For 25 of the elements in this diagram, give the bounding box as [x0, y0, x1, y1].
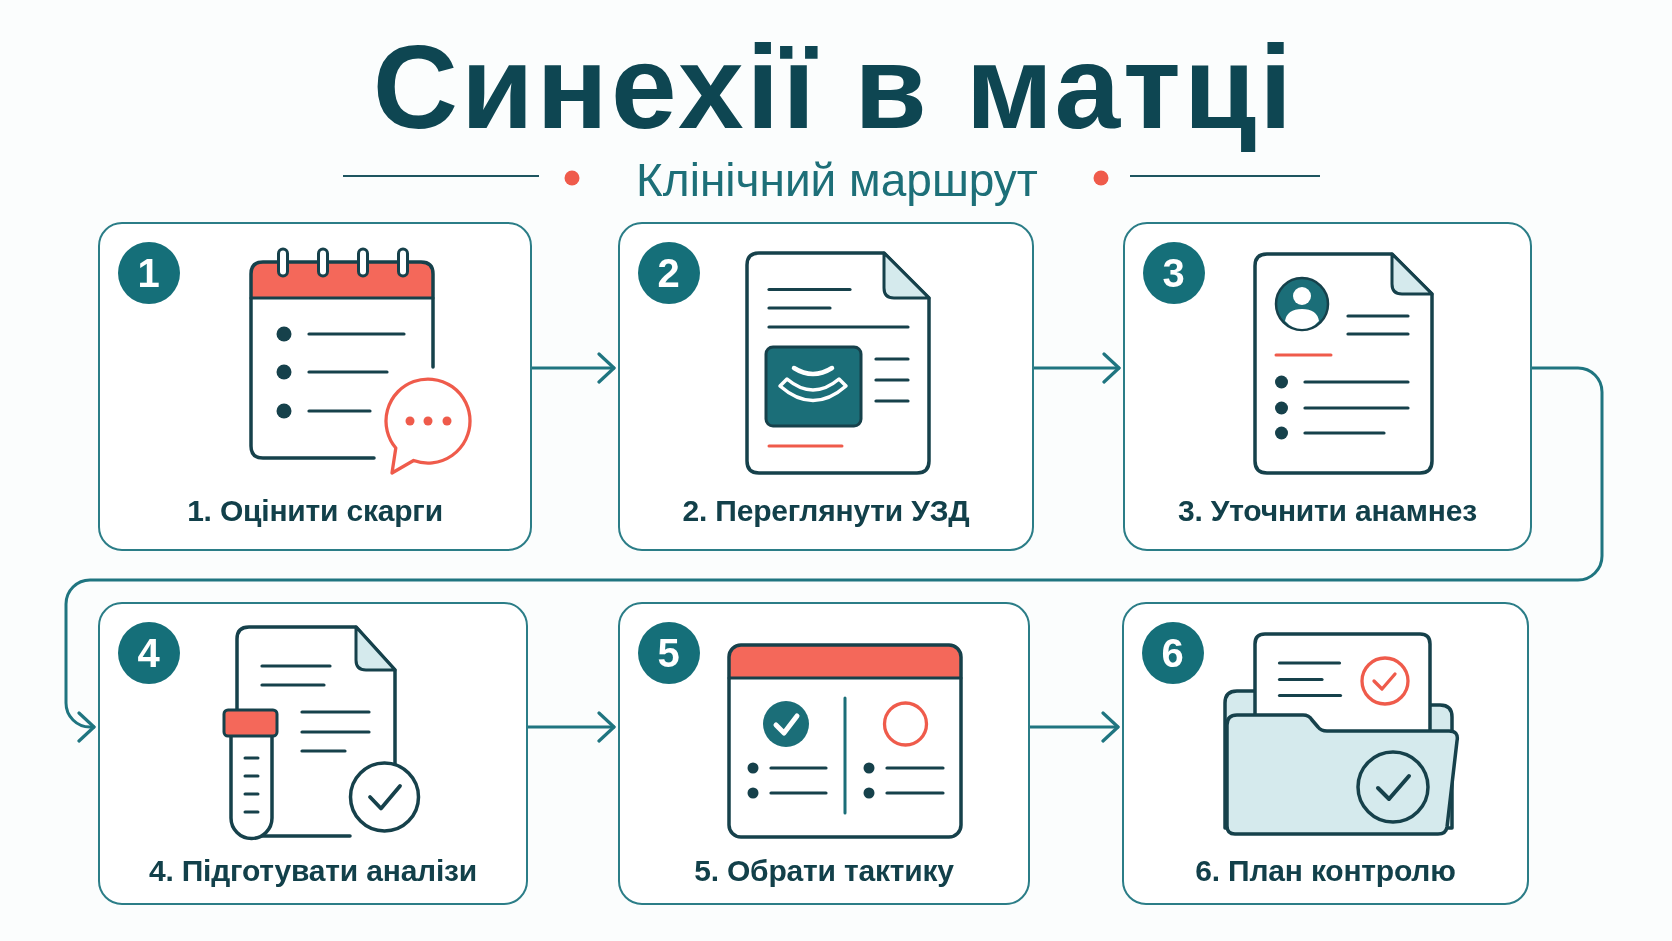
flow-arrow: [1032, 352, 1121, 384]
step-number-circle: 6: [1141, 621, 1204, 684]
step-card: [618, 602, 1030, 905]
step-card: [618, 222, 1034, 551]
step-number-circle: 1: [117, 241, 180, 304]
step-number-circle: 5: [637, 621, 700, 684]
step-card: [1122, 602, 1529, 905]
step-label: 5. Обрати тактику: [694, 853, 954, 888]
step-card: [1123, 222, 1532, 551]
title: Синехії в матці: [372, 20, 1296, 155]
step-number-circle: 4: [117, 621, 180, 684]
flow-arrow: [530, 352, 616, 384]
step-label: 6. План контролю: [1195, 853, 1456, 888]
step-number-circle: 3: [1142, 241, 1205, 304]
step-label: 3. Уточнити анамнез: [1178, 493, 1477, 528]
subtitle: Клінічний маршрут: [636, 154, 1038, 207]
step-label: 4. Підготувати аналізи: [148, 853, 478, 888]
step-number-circle: 2: [637, 241, 700, 304]
step-label: 1. Оцінити скарги: [187, 493, 443, 528]
step-label: 2. Переглянути УЗД: [682, 493, 970, 528]
step-card: [98, 222, 532, 551]
flow-arrow: [1028, 711, 1120, 743]
step-card: [98, 602, 528, 905]
flow-arrow: [64, 366, 1604, 743]
flow-arrow: [526, 711, 616, 743]
